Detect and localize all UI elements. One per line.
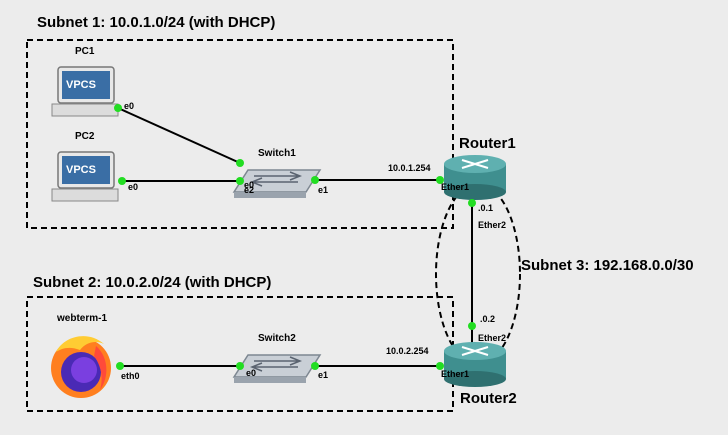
dot-router2-ether1	[436, 362, 444, 370]
dot-switch1-e0	[236, 177, 244, 185]
dot-router2-ether2	[468, 322, 476, 330]
switch1-e0-label: e0	[244, 180, 255, 190]
dot-switch2-e0	[236, 362, 244, 370]
subnet3-title: Subnet 3: 192.168.0.0/30	[521, 257, 694, 274]
dot-pc1-e0	[114, 104, 122, 112]
switch1-e1-label: e1	[318, 185, 329, 195]
switch2-label: Switch2	[258, 333, 296, 344]
dot-switch1-e1	[311, 176, 319, 184]
webterm-eth0-label: eth0	[121, 371, 140, 381]
pc1-label: PC1	[75, 46, 95, 57]
router2-ether2-label: Ether2	[478, 333, 507, 343]
pc2-label: PC2	[75, 131, 95, 142]
switch2-e0-label: e0	[246, 368, 257, 378]
router1-ether2-label: Ether2	[478, 220, 507, 230]
switch2-device[interactable]	[232, 354, 322, 383]
switch1-label: Switch1	[258, 148, 296, 159]
dot-router1-ether2	[468, 199, 476, 207]
dot-webterm-eth0	[116, 362, 124, 370]
pc1-device[interactable]	[51, 66, 119, 117]
pc2-device[interactable]	[51, 151, 119, 202]
subnet1-boundary	[26, 39, 454, 229]
router2-device[interactable]	[444, 342, 506, 387]
dot-router1-ether1	[436, 176, 444, 184]
pc1-e0-label: e0	[124, 101, 135, 111]
pc1-vpcs-text: VPCS	[66, 79, 96, 91]
router2-label: Router2	[460, 390, 517, 407]
router2-ether2-ip: .0.2	[480, 314, 496, 324]
webterm-firefox-icon[interactable]	[51, 336, 111, 398]
link-pc1-switch1[interactable]	[117, 107, 241, 164]
switch2-e1-label: e1	[318, 370, 329, 380]
router1-device[interactable]	[444, 155, 506, 200]
link-endpoints	[114, 104, 476, 370]
router2-ether1-ip: 10.0.2.254	[386, 346, 429, 356]
webterm-label: webterm-1	[57, 313, 108, 324]
dot-pc2-e0	[118, 177, 126, 185]
dot-switch1-top	[236, 159, 244, 167]
router1-ether2-ip: .0.1	[478, 203, 494, 213]
subnet1-title: Subnet 1: 10.0.1.0/24 (with DHCP)	[37, 14, 276, 31]
pc2-vpcs-text: VPCS	[66, 164, 96, 176]
router1-ether1-label: Ether1	[441, 182, 470, 192]
switch1-e2-label: e2	[244, 185, 255, 195]
pc2-e0-label: e0	[128, 182, 139, 192]
router2-ether1-label: Ether1	[441, 369, 470, 379]
router1-label: Router1	[459, 135, 516, 152]
dot-switch2-e1	[311, 362, 319, 370]
router1-ether1-ip: 10.0.1.254	[388, 163, 431, 173]
subnet2-title: Subnet 2: 10.0.2.0/24 (with DHCP)	[33, 274, 272, 291]
